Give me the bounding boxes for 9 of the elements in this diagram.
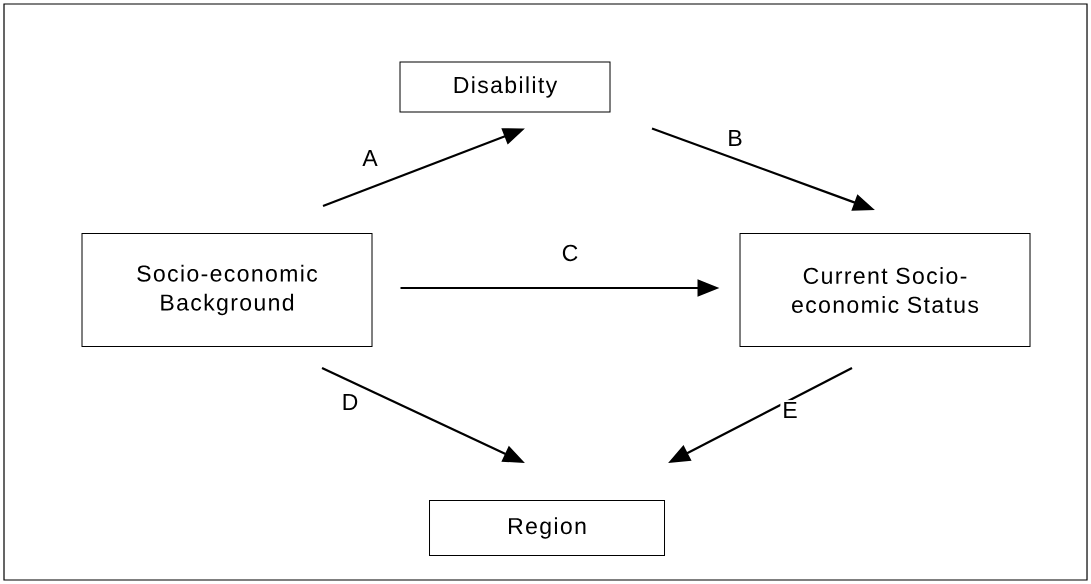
edge-label: E xyxy=(780,400,800,420)
process-box: Current Socio-economic Status xyxy=(739,233,1031,347)
process-box: Socio-economic Background xyxy=(81,233,373,347)
edge-label: B xyxy=(725,128,745,148)
edge-label: D xyxy=(339,392,361,412)
edge-label: C xyxy=(559,242,581,264)
process-box: Disability xyxy=(399,61,611,113)
process-box: Region xyxy=(429,500,665,556)
edge-label: A xyxy=(360,148,380,168)
